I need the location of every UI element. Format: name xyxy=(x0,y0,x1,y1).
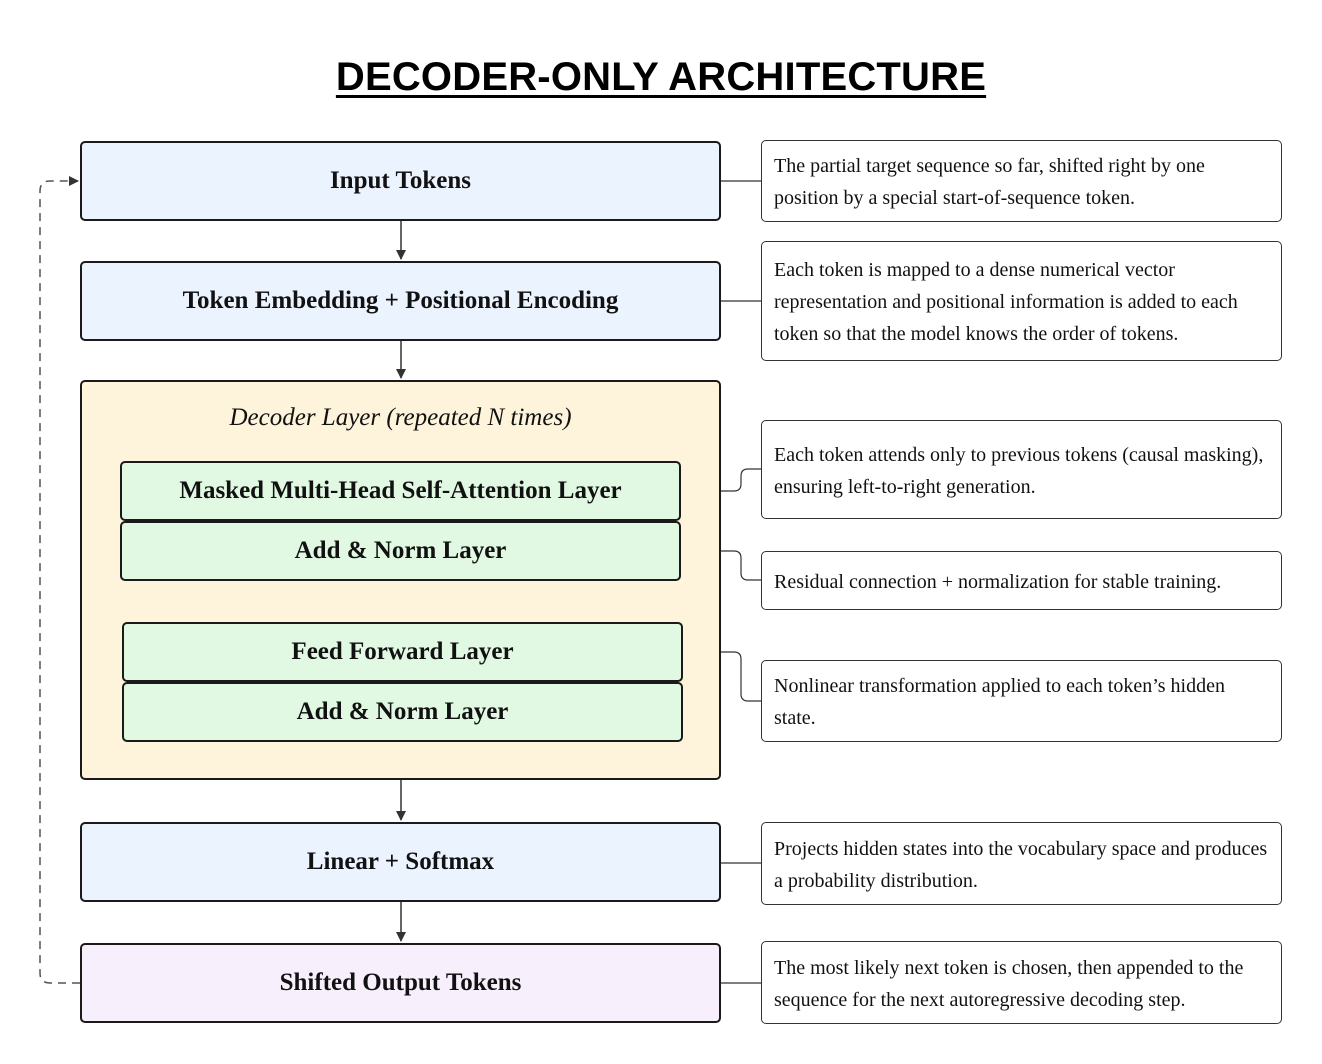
note-embedding-text: Each token is mapped to a dense numerica… xyxy=(774,259,1238,345)
embedding-block: Token Embedding + Positional Encoding xyxy=(80,261,721,341)
masked-attention-label: Masked Multi-Head Self-Attention Layer xyxy=(179,477,622,504)
diagram-title: DECODER-ONLY ARCHITECTURE xyxy=(0,55,1322,100)
note-input-tokens: The partial target sequence so far, shif… xyxy=(761,140,1282,222)
feedback-loop-arrow xyxy=(39,176,80,984)
connector-addnorm-note xyxy=(681,550,761,581)
connector-feedforward-note xyxy=(683,651,761,702)
note-feed-forward-text: Nonlinear transformation applied to each… xyxy=(774,675,1225,729)
input-tokens-block: Input Tokens xyxy=(80,141,721,221)
note-shifted-output: The most likely next token is chosen, th… xyxy=(761,941,1282,1024)
connector-attention-note xyxy=(681,468,761,492)
embedding-label: Token Embedding + Positional Encoding xyxy=(182,287,619,314)
note-input-tokens-text: The partial target sequence so far, shif… xyxy=(774,155,1205,209)
feed-forward-block: Feed Forward Layer xyxy=(122,622,683,682)
linear-softmax-label: Linear + Softmax xyxy=(306,848,495,875)
note-feed-forward: Nonlinear transformation applied to each… xyxy=(761,660,1282,742)
note-masked-attention: Each token attends only to previous toke… xyxy=(761,420,1282,519)
shifted-output-block: Shifted Output Tokens xyxy=(80,943,721,1023)
masked-attention-block: Masked Multi-Head Self-Attention Layer xyxy=(120,461,681,521)
add-norm-block-2: Add & Norm Layer xyxy=(122,682,683,742)
note-embedding: Each token is mapped to a dense numerica… xyxy=(761,241,1282,361)
decoder-layer-label: Decoder Layer (repeated N times) xyxy=(229,404,572,431)
note-add-norm-text: Residual connection + normalization for … xyxy=(774,570,1222,593)
shifted-output-label: Shifted Output Tokens xyxy=(279,969,522,996)
input-tokens-label: Input Tokens xyxy=(329,167,472,194)
add-norm-label-1: Add & Norm Layer xyxy=(294,537,507,564)
note-linear-softmax-text: Projects hidden states into the vocabula… xyxy=(774,837,1268,892)
note-masked-attention-text: Each token attends only to previous toke… xyxy=(774,443,1264,498)
add-norm-block-1: Add & Norm Layer xyxy=(120,521,681,581)
linear-softmax-block: Linear + Softmax xyxy=(80,822,721,902)
feed-forward-label: Feed Forward Layer xyxy=(291,638,514,665)
diagram-title-text: DECODER-ONLY ARCHITECTURE xyxy=(335,55,987,99)
note-add-norm: Residual connection + normalization for … xyxy=(761,551,1282,610)
note-shifted-output-text: The most likely next token is chosen, th… xyxy=(774,956,1244,1011)
add-norm-label-2: Add & Norm Layer xyxy=(296,698,509,725)
note-linear-softmax: Projects hidden states into the vocabula… xyxy=(761,822,1282,905)
